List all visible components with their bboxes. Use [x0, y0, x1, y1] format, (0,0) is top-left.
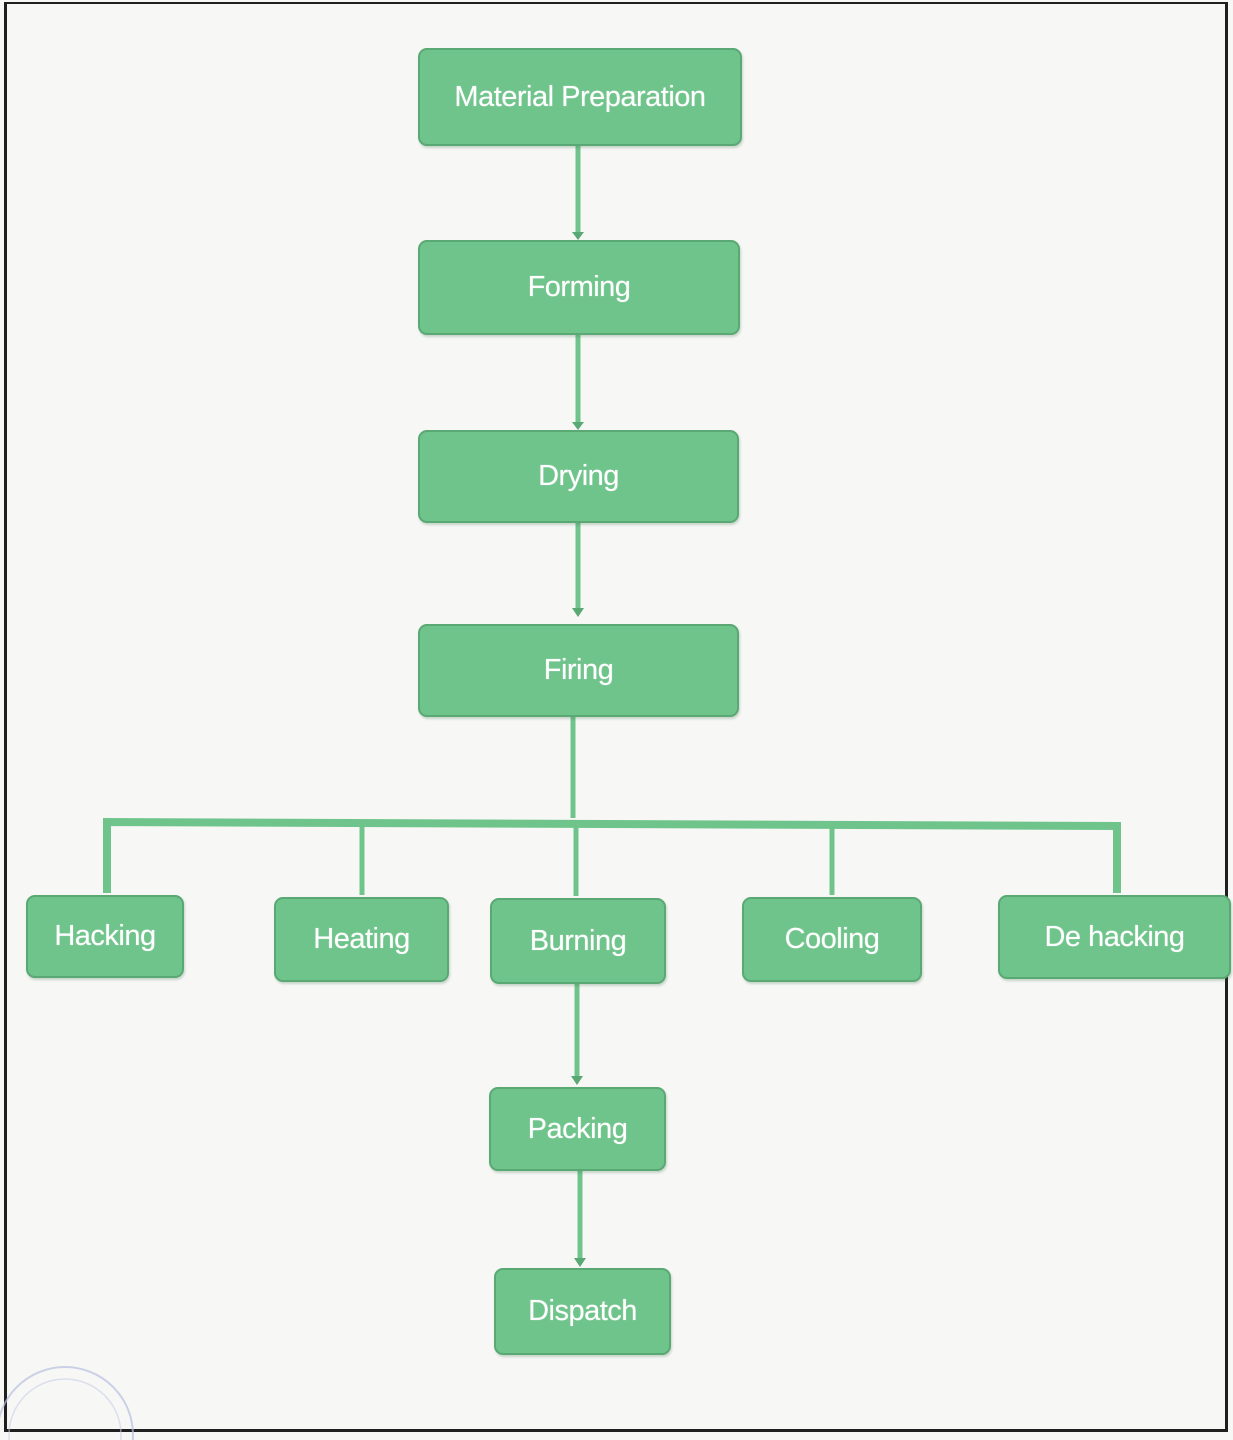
node-forming: Forming — [418, 240, 740, 335]
node-dispatch: Dispatch — [494, 1268, 671, 1355]
node-label: Drying — [538, 460, 619, 492]
arrowhead-firing — [572, 608, 584, 617]
figure-frame — [4, 2, 1228, 1432]
node-label: Firing — [543, 654, 614, 686]
node-label: Forming — [527, 271, 631, 303]
faded-stamp-mark — [0, 1366, 134, 1440]
node-label: Hacking — [54, 920, 156, 952]
arrowhead-packing — [571, 1076, 583, 1085]
node-packing: Packing — [489, 1087, 666, 1171]
node-label: Packing — [527, 1112, 628, 1145]
connector-branch-bar — [103, 817, 1121, 893]
arrowhead-dispatch — [574, 1258, 586, 1267]
node-de-hacking: De hacking — [998, 895, 1231, 979]
node-hacking: Hacking — [26, 895, 184, 978]
arrowhead-forming — [572, 232, 584, 240]
node-label: Heating — [313, 923, 410, 955]
node-heating: Heating — [274, 897, 449, 982]
node-label: Cooling — [784, 923, 880, 955]
arrowhead-drying — [572, 422, 584, 430]
node-label: Burning — [529, 924, 627, 957]
node-label: Dispatch — [528, 1295, 637, 1327]
node-drying: Drying — [418, 430, 739, 523]
node-label: De hacking — [1044, 920, 1185, 953]
node-label: Material Preparation — [454, 80, 706, 113]
node-cooling: Cooling — [742, 897, 922, 982]
node-material-preparation: Material Preparation — [418, 48, 742, 146]
node-firing: Firing — [418, 624, 739, 717]
node-burning: Burning — [490, 898, 666, 984]
